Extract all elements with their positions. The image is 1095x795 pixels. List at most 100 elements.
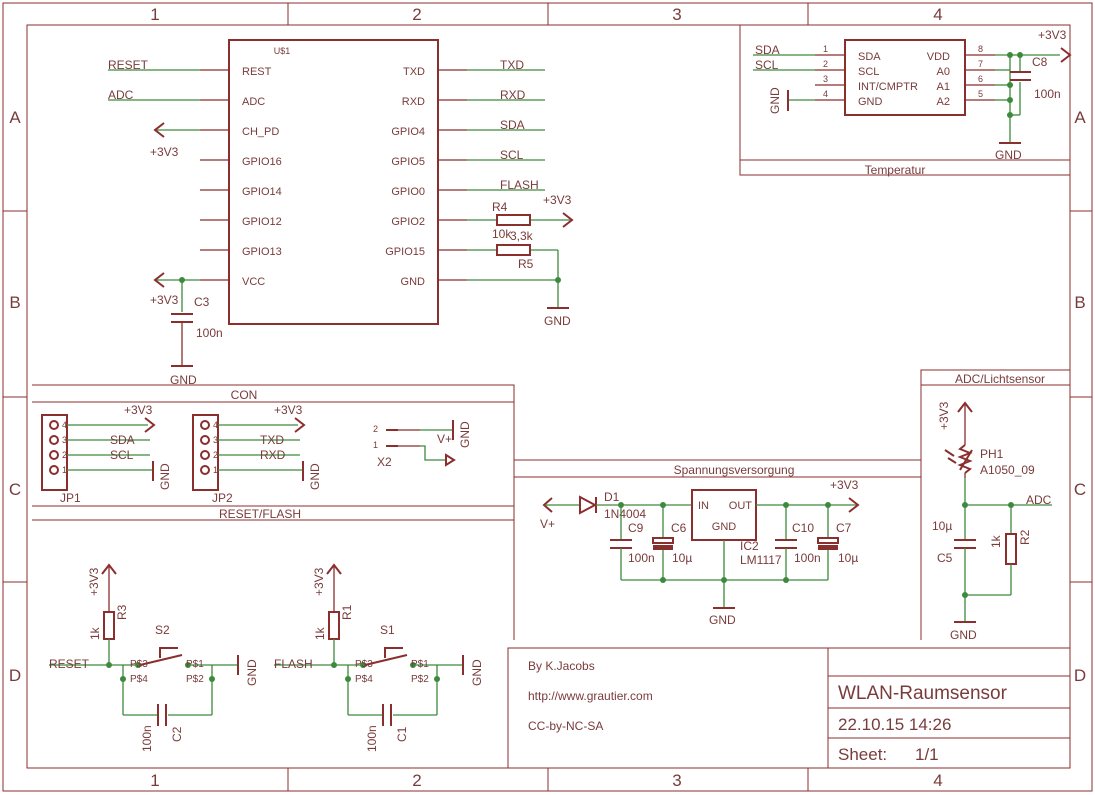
- switch-pin-label: P$4: [355, 674, 373, 685]
- row-label: D: [9, 666, 21, 685]
- drawing-date: 22.10.15 14:26: [838, 715, 951, 734]
- net-label-adc: ADC: [1026, 493, 1052, 507]
- s2-name: S2: [155, 623, 170, 637]
- c3-name: C3: [194, 295, 210, 309]
- supply-label: +3V3: [1038, 28, 1067, 42]
- r1-name: R1: [340, 604, 354, 620]
- row-label: C: [9, 480, 21, 499]
- row-label: C: [1074, 480, 1086, 499]
- mcu-left-pin: GPIO14: [242, 186, 282, 198]
- pin-number: 3: [62, 435, 67, 445]
- net-label-vplus: V+: [437, 432, 452, 446]
- net-label-reset: RESET: [49, 657, 90, 671]
- c6-name: C6: [671, 521, 687, 535]
- power-supply-circuit: V+ D1 1N4004 C9 100n C6 10µ IN OUT GND I…: [540, 478, 860, 627]
- mcu-right-pin: GND: [401, 276, 426, 288]
- r1-value: 1k: [313, 626, 327, 640]
- pin-number: 3: [823, 74, 828, 84]
- switch-pin-label: P$2: [186, 674, 204, 685]
- net-label-txd: TXD: [500, 58, 524, 72]
- mcu-right-pin: GPIO0: [391, 186, 425, 198]
- sheet-label: Sheet:: [838, 745, 887, 764]
- net-label-reset: RESET: [108, 58, 149, 72]
- c3-value: 100n: [196, 326, 223, 340]
- mcu-right-wiring: TXD RXD SDA SCL FLASH +3V3 R4 10k 3,3k R…: [467, 58, 574, 328]
- ic2-name: IC2: [740, 539, 759, 553]
- temp-ic-right-pin: A1: [937, 81, 950, 93]
- c2-value: 100n: [140, 725, 154, 752]
- column-label: 3: [672, 771, 681, 790]
- pin-number: 8: [978, 44, 983, 54]
- r5-value: 3,3k: [510, 229, 534, 243]
- net-label-rxd: RXD: [260, 448, 286, 462]
- row-label: A: [1074, 108, 1086, 127]
- net-label-flash: FLASH: [274, 657, 313, 671]
- column-label: 4: [933, 771, 942, 790]
- c10-value: 100n: [794, 551, 821, 565]
- c8-name: C8: [1032, 55, 1048, 69]
- net-label-scl: SCL: [110, 448, 134, 462]
- drawing-title: WLAN-Raumsensor: [838, 683, 1008, 704]
- url: http://www.grautier.com: [528, 689, 653, 703]
- c7-name: C7: [836, 521, 852, 535]
- ic2-pin: GND: [712, 521, 737, 533]
- gnd-label: GND: [544, 314, 571, 328]
- c8-value: 100n: [1034, 87, 1061, 101]
- temperature-sensor: SDA SCL INT/CMPTR GND VDD A0 A1 A2 1 2 3…: [753, 28, 1072, 162]
- mcu-name: U$1: [274, 46, 291, 56]
- r2-name: R2: [1018, 529, 1032, 545]
- section-title-power: Spannungsversorgung: [674, 463, 795, 477]
- supply-label: +3V3: [312, 567, 326, 596]
- mcu-right-pin: RXD: [402, 96, 425, 108]
- mcu-left-pin: CH_PD: [242, 126, 279, 138]
- column-label: 2: [412, 771, 421, 790]
- gnd-label: GND: [308, 463, 322, 490]
- temp-ic-left-pin: SDA: [858, 51, 881, 63]
- c9-value: 100n: [628, 551, 655, 565]
- supply-label: +3V3: [87, 567, 101, 596]
- pin-number: 1: [213, 465, 218, 475]
- r3-value: 1k: [88, 626, 102, 640]
- row-label: B: [1074, 293, 1085, 312]
- c5-name: C5: [937, 551, 953, 565]
- temp-ic-right-pin: A2: [937, 96, 950, 108]
- pin-number: 7: [978, 59, 983, 69]
- pin-number: 5: [978, 89, 983, 99]
- r2-value: 1k: [989, 534, 1003, 548]
- mcu-right-pin: GPIO4: [391, 126, 425, 138]
- jp2-name: JP2: [212, 491, 233, 505]
- gnd-label: GND: [458, 421, 472, 448]
- gnd-label: GND: [158, 463, 172, 490]
- gnd-label: GND: [245, 659, 259, 686]
- temp-ic-left-pin: INT/CMPTR: [858, 81, 918, 93]
- c10-name: C10: [792, 521, 814, 535]
- net-label-sda: SDA: [500, 118, 525, 132]
- section-title-reset-flash: RESET/FLASH: [219, 507, 301, 521]
- column-label: 1: [150, 5, 159, 24]
- reset-switch-circuit: +3V3 1k R3 RESET GND P$3 P$1 P$4 P$2 S2 …: [49, 563, 259, 752]
- switch-pin-label: P$1: [411, 659, 429, 670]
- section-title-adc-light: ADC/Lichtsensor: [955, 372, 1045, 386]
- mcu-right-pin: GPIO5: [391, 156, 425, 168]
- pin-number: 6: [978, 74, 983, 84]
- row-label: D: [1074, 666, 1086, 685]
- license: CC-by-NC-SA: [528, 719, 603, 733]
- supply-label: +3V3: [150, 293, 179, 307]
- net-label-vplus: V+: [540, 517, 555, 531]
- r4-name: R4: [492, 200, 508, 214]
- column-label: 1: [150, 771, 159, 790]
- net-label-flash: FLASH: [500, 178, 539, 192]
- frame-labels: 1 2 3 4 1 2 3 4 A B C D A B C D: [9, 5, 1086, 790]
- ph1-value: A1050_09: [980, 463, 1035, 477]
- mcu-esp-module: U$1 REST ADC CH_PD GPIO16 GPIO14 GPIO12 …: [200, 39, 467, 325]
- net-label-scl: SCL: [755, 58, 779, 72]
- r4-value: 10k: [492, 227, 512, 241]
- net-label-txd: TXD: [260, 433, 284, 447]
- s1-name: S1: [380, 623, 395, 637]
- c2-name: C2: [170, 726, 184, 742]
- pin-number: 1: [823, 44, 828, 54]
- pin-number: 3: [213, 435, 218, 445]
- mcu-right-pin: GPIO2: [391, 216, 425, 228]
